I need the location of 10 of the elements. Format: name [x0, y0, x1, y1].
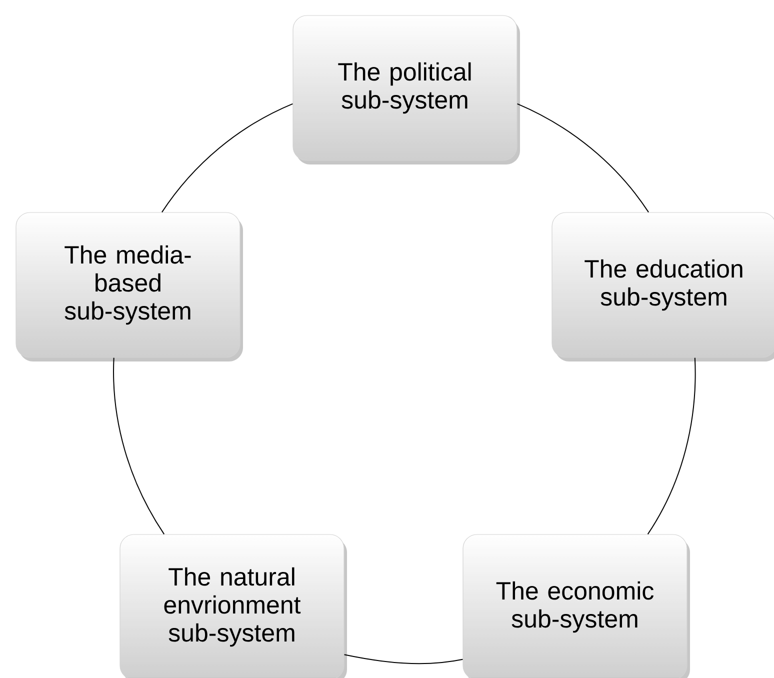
connector-arc — [516, 103, 650, 213]
process-box: The natural envrionment sub-system — [120, 534, 347, 678]
process-box: The media-based sub-system — [16, 212, 243, 362]
connector-arc — [344, 654, 464, 664]
connector-arc — [113, 357, 165, 535]
process-box: The political sub-system — [292, 15, 520, 164]
connector-arc — [647, 357, 696, 535]
process-box: The education sub-system — [552, 212, 774, 362]
process-box: The economic sub-system — [462, 534, 690, 678]
connector-arc — [161, 103, 294, 213]
